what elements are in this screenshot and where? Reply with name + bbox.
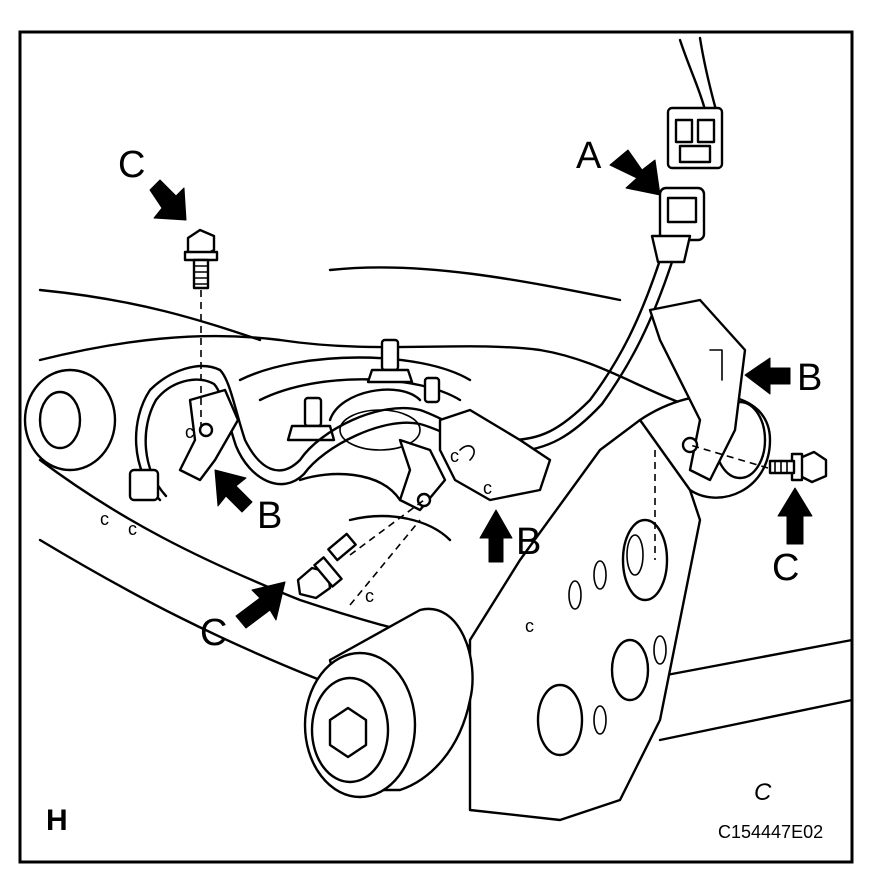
- label-b-center: B: [516, 521, 541, 563]
- harness-connector: [666, 106, 724, 170]
- stamp-letter: C: [754, 779, 772, 806]
- left-bushing: [23, 368, 117, 472]
- svg-text:c: c: [525, 616, 534, 636]
- label-a: A: [576, 135, 602, 177]
- clamp-bracket-right: [648, 298, 747, 482]
- bolt-right: [768, 450, 828, 484]
- label-c-top: C: [118, 144, 145, 186]
- clamp-bracket-left: [128, 388, 240, 502]
- stud-bolts: [286, 338, 441, 442]
- subframe-plate: [468, 418, 702, 822]
- label-b-left: B: [257, 495, 282, 537]
- svg-text:c: c: [128, 519, 137, 539]
- svg-text:c: c: [100, 509, 109, 529]
- spring-seat: [238, 356, 472, 542]
- clamp-bracket-center: [398, 408, 552, 512]
- arrow-b-left: [214, 469, 253, 513]
- arrow-c-right: [777, 487, 813, 545]
- arrow-a: [609, 149, 661, 196]
- sensor-connector: [650, 186, 706, 264]
- corner-letter: H: [46, 804, 68, 837]
- arrow-b-right: [744, 357, 791, 395]
- front-bushing: [303, 607, 474, 799]
- label-c-lower: C: [200, 612, 227, 654]
- arrow-c-lower: [235, 581, 286, 629]
- label-b-right: B: [797, 357, 822, 399]
- arrow-b-center: [479, 509, 513, 563]
- label-c-right: C: [772, 547, 799, 589]
- bolt-top-left: [183, 228, 219, 290]
- sensor-harness: [134, 36, 718, 502]
- arrow-c-top: [149, 179, 187, 221]
- figure-code: C154447E02: [718, 822, 823, 842]
- svg-text:c: c: [185, 422, 194, 442]
- part-markings: c c c c c c c: [100, 422, 534, 636]
- svg-text:c: c: [365, 586, 374, 606]
- svg-text:c: c: [450, 446, 459, 466]
- svg-text:c: c: [483, 478, 492, 498]
- bolt-lower-left: [296, 532, 357, 600]
- diagram-frame: [18, 30, 854, 864]
- bolt-guide-lines: [200, 290, 769, 606]
